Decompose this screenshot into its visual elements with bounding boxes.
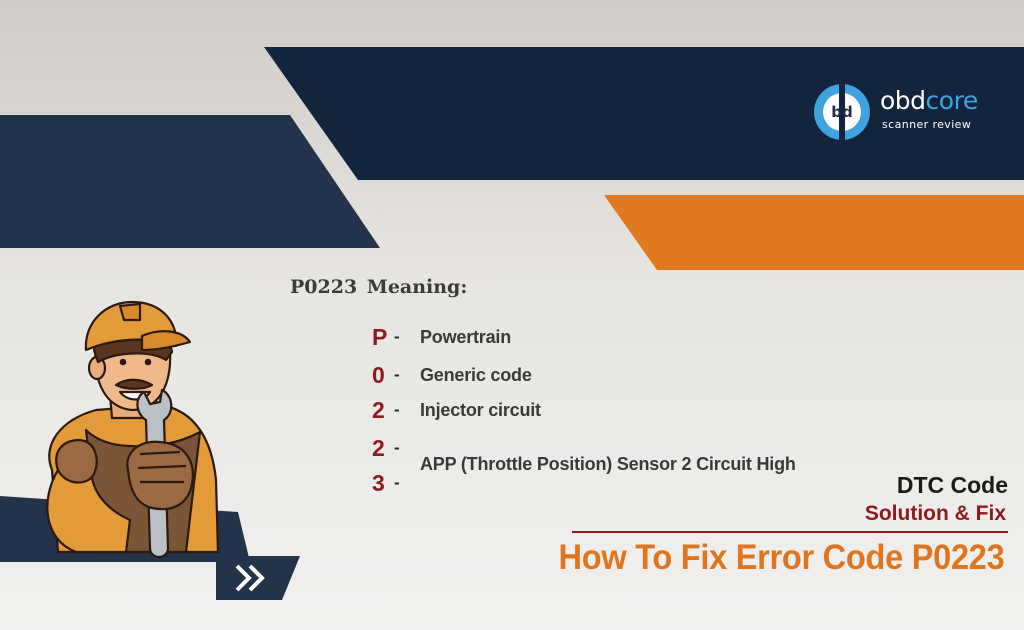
logo-word-part2: core (925, 86, 979, 115)
orange-banner (604, 195, 1024, 270)
code-description: Injector circuit (420, 399, 541, 420)
code-char: 3 (372, 469, 385, 496)
meaning-title: P0223 Meaning: (290, 276, 468, 298)
code-row-2b: 2 - (372, 433, 420, 463)
code-dash: - (394, 327, 400, 346)
code-dash: - (394, 365, 400, 384)
code-dash: - (394, 473, 400, 492)
divider-line (572, 531, 1008, 533)
logo-mark-text: bd (831, 103, 853, 121)
code-row-2a: 2 - Injector circuit (372, 395, 541, 425)
logo-wordmark: obdcore (880, 86, 978, 115)
combined-description: APP (Throttle Position) Sensor 2 Circuit… (420, 454, 796, 474)
logo-word-part1: obd (880, 86, 926, 115)
code-char: P (372, 323, 388, 350)
code-description: Generic code (420, 364, 532, 385)
code-dash: - (394, 400, 400, 419)
code-char: 2 (372, 434, 385, 461)
double-chevron-right-icon (235, 564, 265, 592)
chevron-tab (216, 556, 300, 600)
navy-banner (264, 47, 1024, 180)
obdcore-logo[interactable]: bd obdcore scanner review (812, 82, 1002, 142)
code-description: Powertrain (420, 326, 512, 347)
code-char: 2 (372, 396, 385, 423)
code-row-3: 3 - (372, 468, 420, 498)
code-row-0: 0 - Generic code (372, 360, 532, 390)
obdcore-logo-icon: bd (812, 82, 872, 142)
solution-fix-label: Solution & Fix (864, 502, 1006, 525)
logo-tagline: scanner review (882, 118, 972, 131)
dtc-code-label: DTC Code (896, 472, 1008, 498)
slate-banner (0, 115, 380, 248)
code-char: 0 (372, 361, 385, 388)
code-dash: - (394, 438, 400, 457)
code-row-p: P - Powertrain (372, 322, 511, 352)
headline: How To Fix Error Code P0223 (558, 538, 1004, 577)
mechanic-illustration (46, 300, 220, 559)
